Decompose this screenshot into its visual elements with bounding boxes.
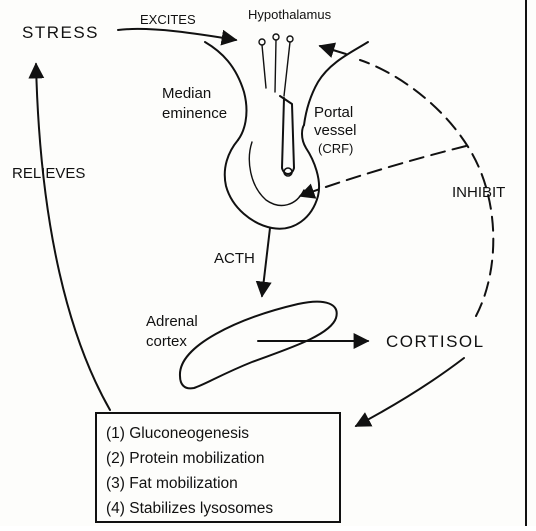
hypothalamus-label: Hypothalamus xyxy=(248,7,332,22)
cortisol-label: CORTISOL xyxy=(386,332,485,351)
effect-item: (4) Stabilizes lysosomes xyxy=(106,500,273,517)
portal-vessel xyxy=(280,96,294,174)
relieves-label: RELIEVES xyxy=(12,165,85,182)
pituitary-outline-outer xyxy=(225,125,319,229)
inhibit-label: INHIBIT xyxy=(452,184,505,201)
portal-vessel-label-line3: (CRF) xyxy=(318,141,353,156)
median-eminence-label-line2: eminence xyxy=(162,105,227,122)
portal-vessel-label-line2: vessel xyxy=(314,122,357,139)
excites-arrow xyxy=(118,29,236,40)
acth-label: ACTH xyxy=(214,250,255,267)
cortisol-to-effects-arrow xyxy=(356,358,464,426)
stress-label: STRESS xyxy=(22,23,99,42)
adrenal-cortex-label-line1: Adrenal xyxy=(146,313,198,330)
effect-item: (2) Protein mobilization xyxy=(106,450,265,467)
acth-arrow xyxy=(262,228,270,296)
effect-item: (3) Fat mobilization xyxy=(106,475,238,492)
median-eminence-label-line1: Median xyxy=(162,85,211,102)
excites-label: EXCITES xyxy=(140,12,196,27)
pituitary-outline-inner xyxy=(249,142,304,205)
hypothalamus-outline xyxy=(205,42,246,140)
effect-item: (1) Gluconeogenesis xyxy=(106,425,249,442)
relieves-arrow xyxy=(36,64,110,410)
inhibit-to-hypothalamus-arrow xyxy=(320,46,346,54)
portal-vessel-label-line1: Portal xyxy=(314,104,353,121)
adrenal-cortex-shape xyxy=(180,302,337,389)
adrenal-cortex-label-line2: cortex xyxy=(146,333,187,350)
hypothalamus-neurons xyxy=(259,34,293,96)
